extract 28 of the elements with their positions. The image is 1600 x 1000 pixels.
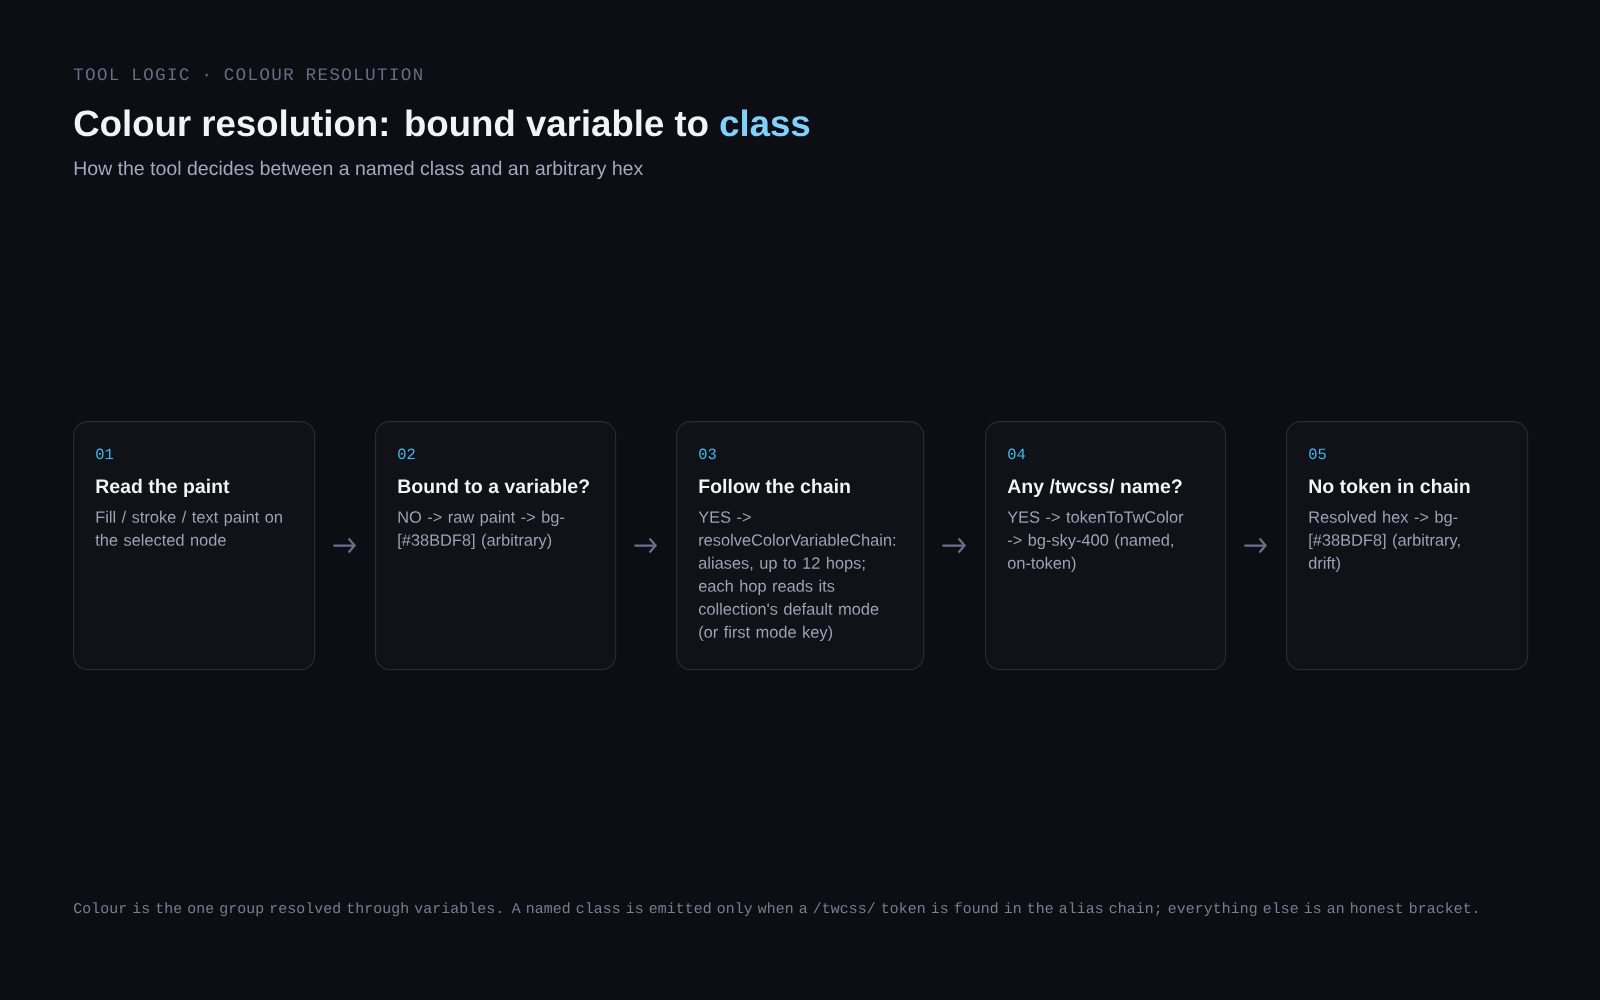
step-description: Resolved hex -> bg-[#38BDF8] (arbitrary, drift) [1308,510,1460,573]
title: Colour resolution: bound variable to class [74,109,810,137]
subtitle: How the tool decides between a named class and an arbitrary hex [74,160,644,180]
step-card [73,420,316,671]
step-title: No token in chain [1309,478,1470,494]
step-title: Bound to a variable? [398,478,589,494]
step-title: Follow the chain [699,478,850,494]
eyebrow-label: TOOL LOGIC · COLOUR RESOLUTION [73,68,422,81]
arrow [333,537,356,554]
step-title: Read the paint [96,478,230,498]
step-number: 03 [699,448,716,460]
step-card [1286,420,1529,671]
step-number: 01 [96,448,114,460]
footnote: Colour is the one group resolved through variables. A named class is emitted only when a /twcss/ token is found in the alias chain; everything else is an honest bracket. [74,902,1478,917]
step-number: 04 [1008,448,1026,460]
step-description: Fill / stroke / text paint on the selected node [95,510,282,546]
step-description: NO -> raw paint -> bg-[#38BDF8] (arbitrary) [398,510,565,550]
arrow [1244,537,1267,554]
arrow [942,537,966,554]
step-card [985,420,1227,671]
step-number: 05 [1309,448,1326,460]
step-description: YES -> tokenToTwColor -> bg-sky-400 (named, on-token) [1007,510,1184,573]
step-description: YES -> resolveColorVariableChain: aliases, up to 12 hops; each hop reads its collection's default mode (or first mode key) [698,511,896,642]
step-title: Any /twcss/ name? [1007,478,1182,498]
arrow [634,537,657,554]
step-card [375,420,617,671]
step-number: 02 [398,448,415,460]
step-card [676,420,925,671]
